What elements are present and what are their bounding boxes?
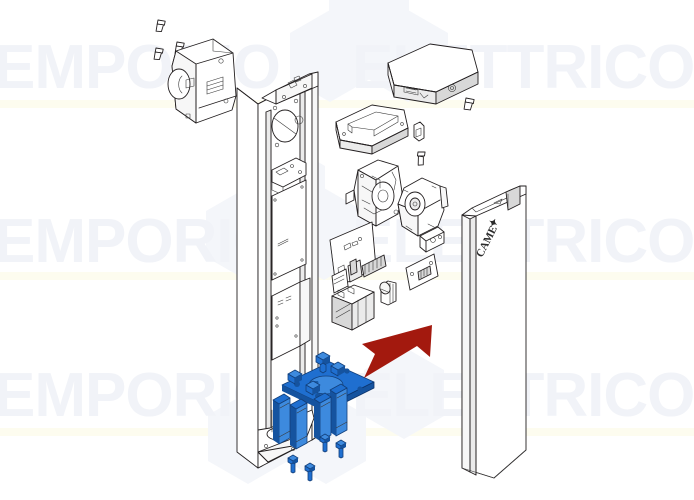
part-motor-end-cover [167,38,237,124]
highlight-arrow [362,325,432,378]
part-clip [413,121,425,142]
part-control-box-lid [387,43,479,105]
part-motor [397,177,449,237]
watermark-word-emporio-3: EMPORIO [0,361,280,430]
part-front-cover-panel: CAME ✦ [461,185,527,479]
terminal-strip [361,254,387,278]
part-gearbox [345,159,403,227]
part-sensor-block [419,226,445,253]
part-capacitor [379,280,397,306]
watermark-word-emporio-2: EMPORIO [0,207,280,276]
vent-slots [206,76,224,95]
part-mounting-bracket-kit [272,351,375,482]
part-screw-lid [463,97,475,111]
part-transformer [331,284,375,331]
part-small-board [405,253,439,291]
band-top [0,100,694,108]
bracket-bolts-top [287,351,346,396]
part-control-box-frame [335,104,409,155]
part-screw-frame [416,151,426,166]
bracket-bolts-bottom [287,433,347,482]
part-control-board [329,221,387,294]
watermark-row-bottom: EMPORIO ELETTRICO [0,361,694,430]
bracket-angles [272,383,348,450]
